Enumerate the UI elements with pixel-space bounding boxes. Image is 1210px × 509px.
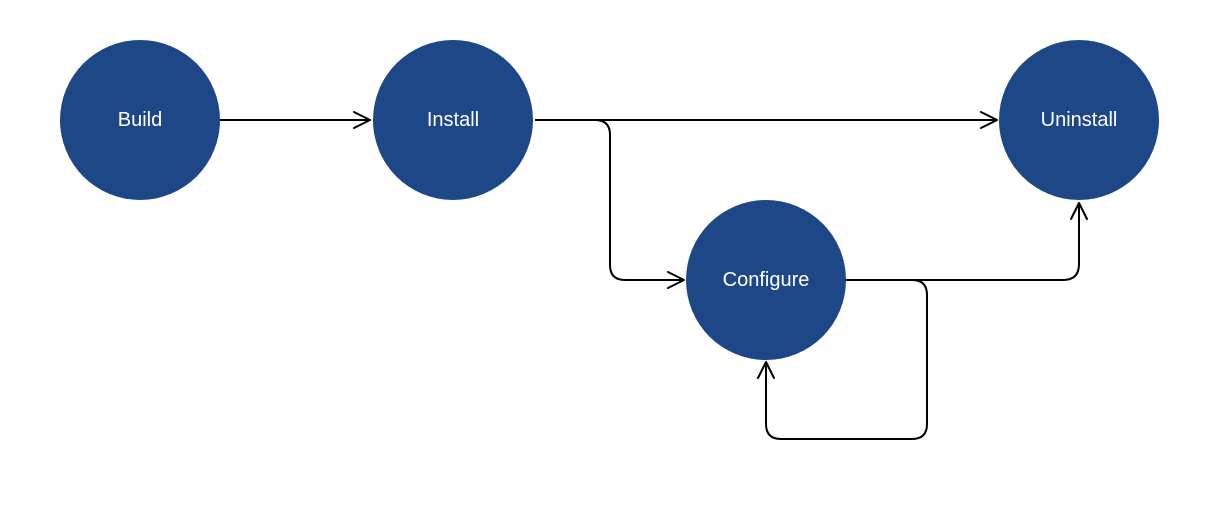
edge-configure-to-uninstall [845, 203, 1080, 281]
node-install[interactable]: Install [373, 40, 533, 200]
arrowhead-configure-left [667, 271, 685, 289]
node-uninstall-label: Uninstall [1041, 109, 1118, 131]
arrowhead-uninstall-left [980, 111, 998, 129]
node-configure-circle [686, 200, 846, 360]
arrowhead-configure-bottom [757, 361, 775, 379]
edges [219, 111, 1088, 440]
node-install-label: Install [427, 109, 479, 131]
node-build[interactable]: Build [60, 40, 220, 200]
arrowhead-install-left [353, 111, 371, 129]
node-install-circle [373, 40, 533, 200]
node-configure[interactable]: Configure [686, 200, 846, 360]
node-build-circle [60, 40, 220, 200]
node-uninstall[interactable]: Uninstall [999, 40, 1159, 200]
edge-configure-self-loop [765, 279, 928, 440]
node-uninstall-circle [999, 40, 1159, 200]
arrowhead-uninstall-bottom [1070, 202, 1088, 220]
edge-install-to-configure [535, 119, 684, 281]
node-build-label: Build [118, 109, 162, 131]
node-configure-label: Configure [723, 269, 810, 291]
